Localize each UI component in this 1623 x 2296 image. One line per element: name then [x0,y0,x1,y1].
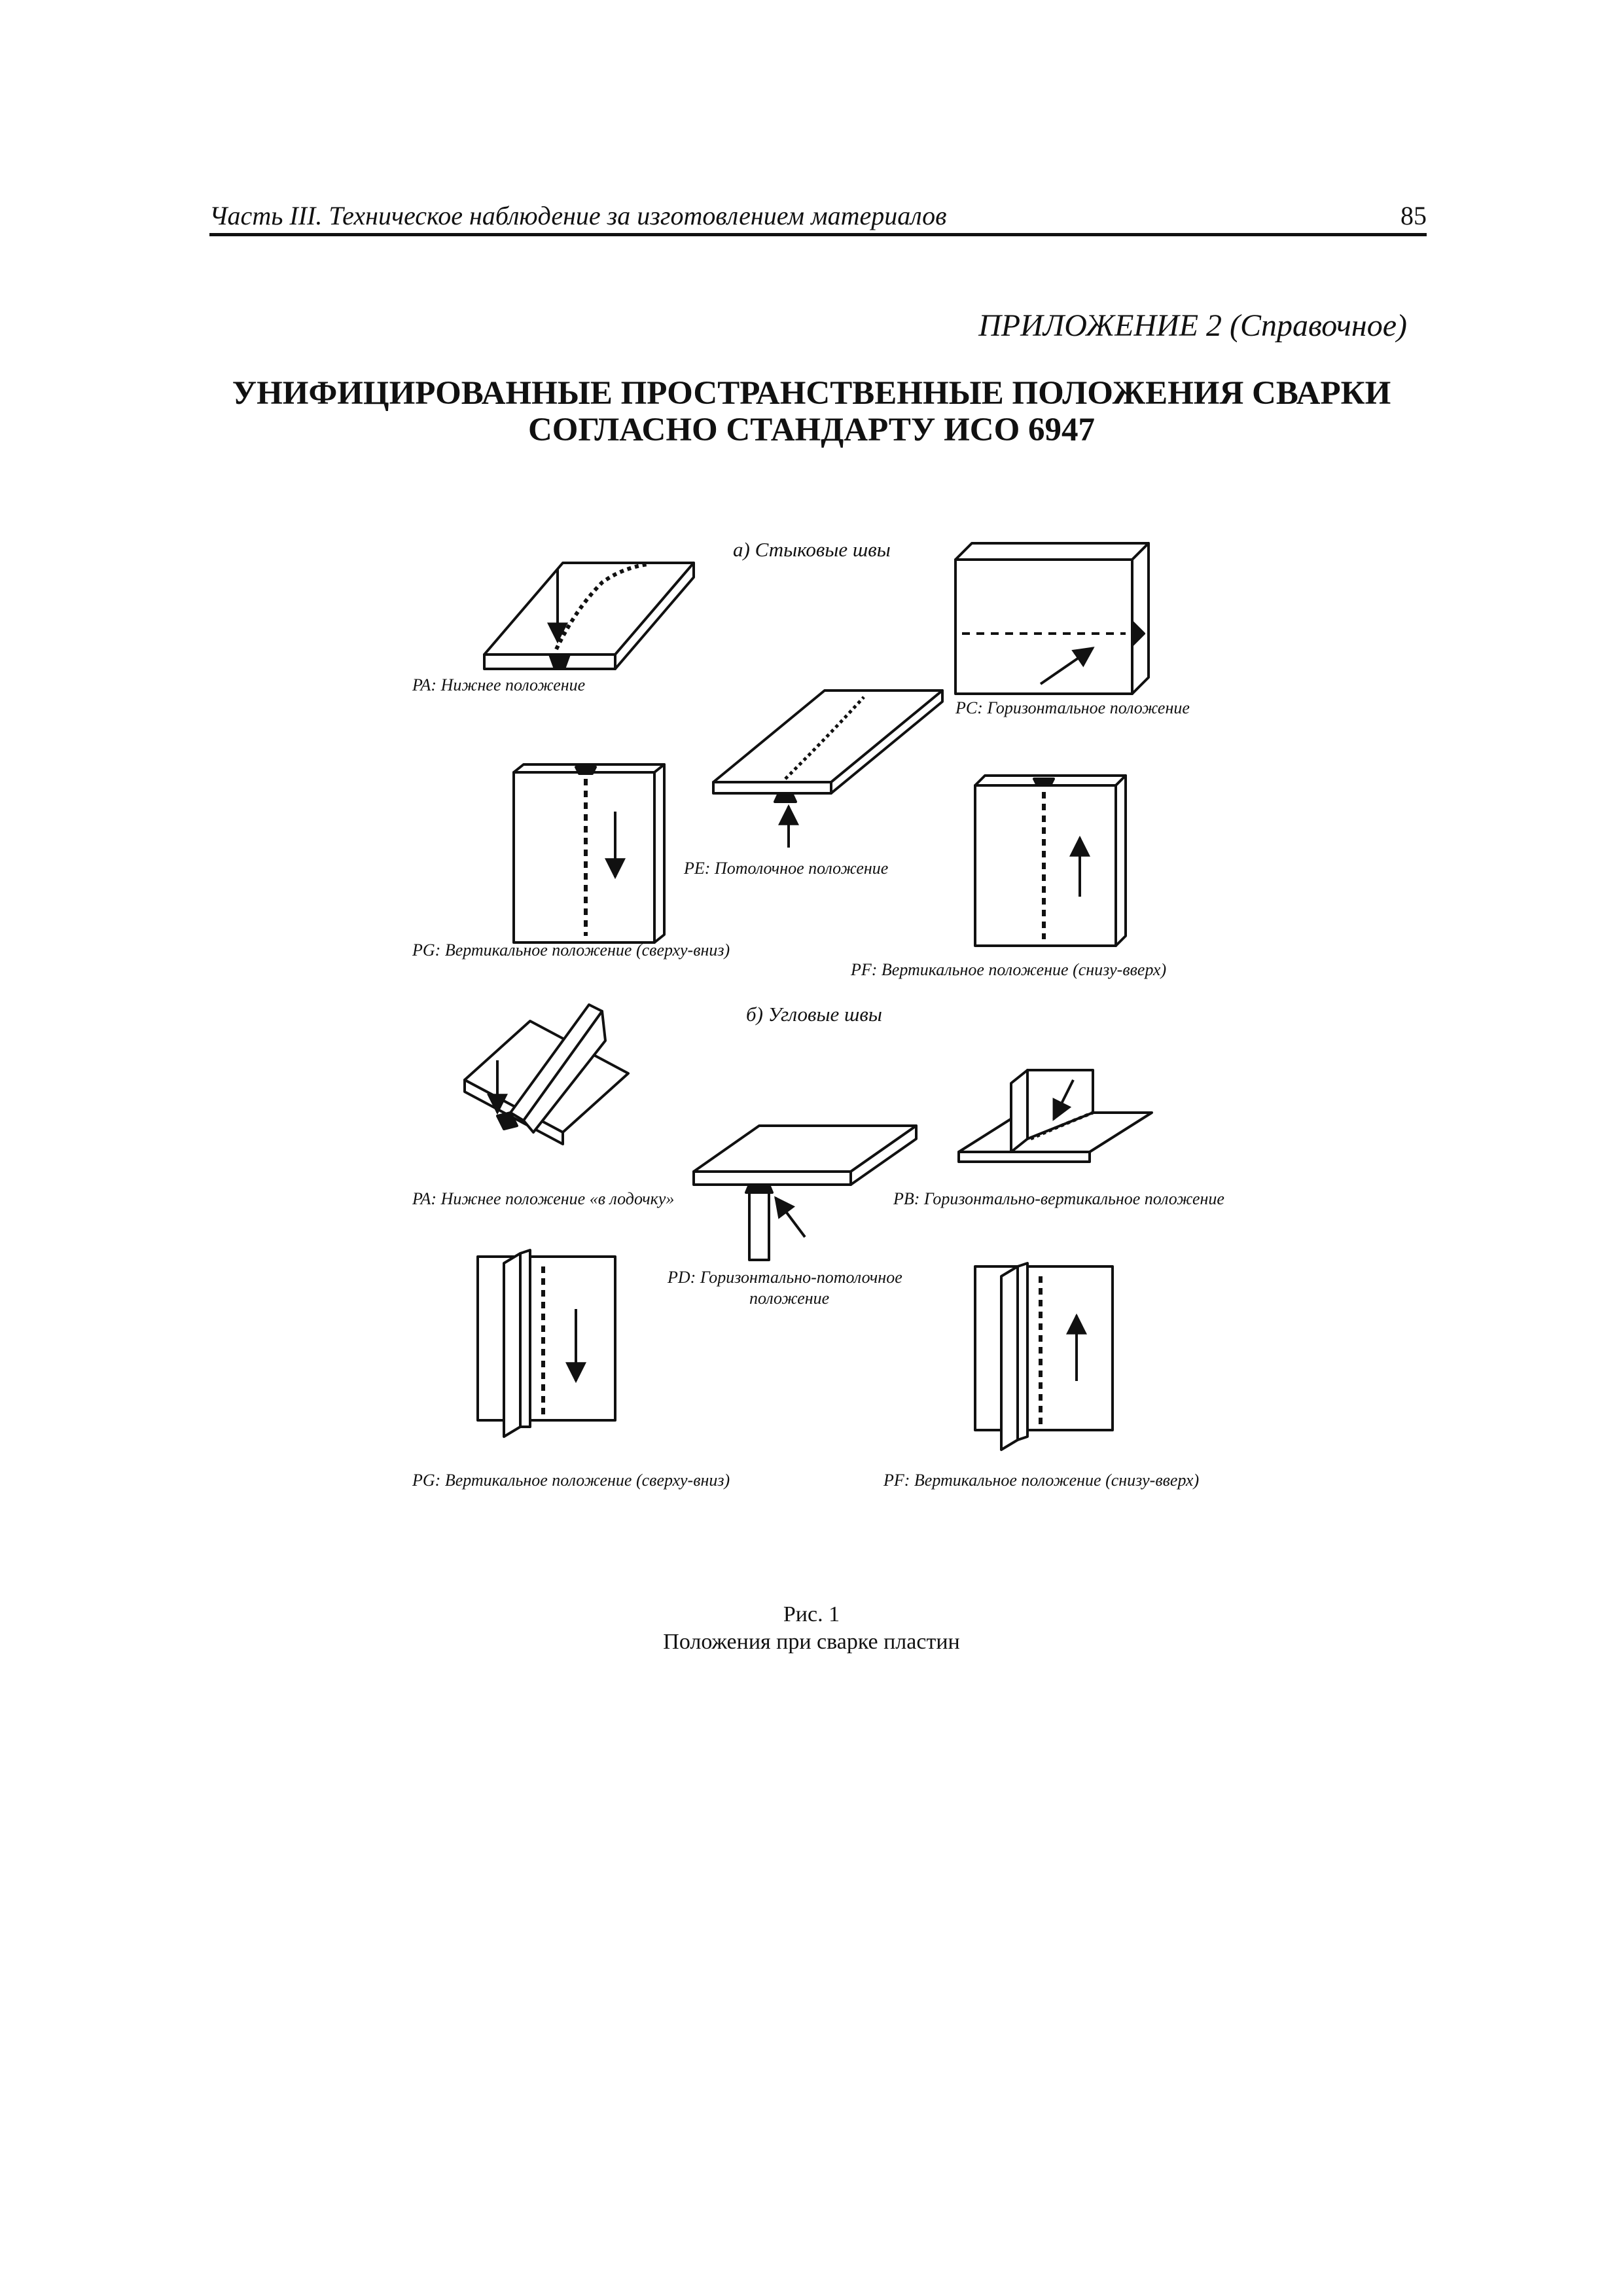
fillet-pf-label: PF: Вертикальное положение (снизу-вверх) [883,1471,1199,1490]
fillet-pa-diagram [463,1003,630,1145]
fillet-pd-label-line-1: PD: Горизонтально-потолочное [667,1268,902,1287]
butt-pe-label: PE: Потолочное положение [683,859,888,878]
butt-pg-diagram [512,763,666,944]
figure-caption: Положения при сварке пластин [663,1630,960,1654]
fillet-pg-diagram [476,1249,616,1438]
appendix-label: ПРИЛОЖЕНИЕ 2 (Справочное) [978,308,1407,343]
section-b-label: б) Угловые швы [746,1003,882,1026]
butt-pc-label: PC: Горизонтальное положение [955,698,1190,717]
butt-pe-diagram [712,689,944,848]
fillet-pd-label-line-2: положение [749,1289,829,1308]
running-header: Часть III. Техническое наблюдение за изг… [209,200,1427,236]
section-a-label: а) Стыковые швы [733,538,891,561]
page-number: 85 [1400,201,1427,230]
butt-pf-label: PF: Вертикальное положение (снизу-вверх) [850,960,1166,979]
fillet-pf-diagram [974,1262,1114,1451]
butt-pc-diagram [954,542,1150,695]
fillet-pa-label: PA: Нижнее положение «в лодочку» [412,1189,674,1208]
fillet-pb-label: PB: Горизонтально-вертикальное положение [893,1189,1224,1208]
butt-pa-label: PA: Нижнее положение [412,675,585,694]
page-title-line-2: СОГЛАСНО СТАНДАРТУ ИСО 6947 [527,412,1096,448]
fillet-pd-diagram [692,1124,918,1261]
figure-number: Рис. 1 [783,1602,840,1626]
fillet-pb-diagram [957,1069,1153,1163]
butt-pf-diagram [974,774,1127,947]
header-rule [209,233,1427,236]
butt-pg-label: PG: Вертикальное положение (сверху-вниз) [412,941,730,960]
fillet-pg-label: PG: Вертикальное положение (сверху-вниз) [412,1471,730,1490]
butt-pa-diagram [483,562,695,670]
page-title-line-1: УНИФИЦИРОВАННЫЕ ПРОСТРАНСТВЕННЫЕ ПОЛОЖЕН… [232,375,1391,412]
running-title: Часть III. Техническое наблюдение за изг… [209,201,947,230]
